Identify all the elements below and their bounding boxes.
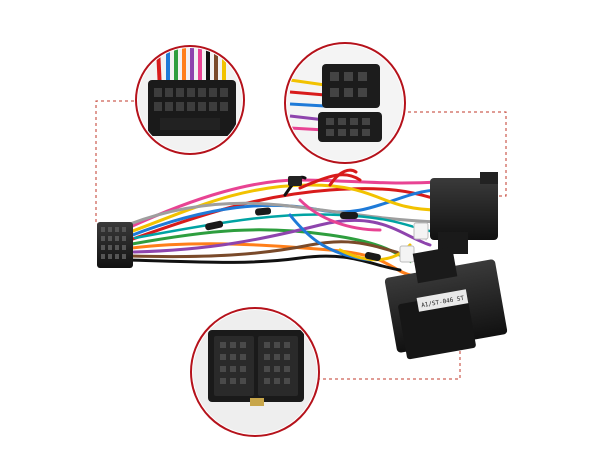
leader-line-left bbox=[95, 100, 140, 225]
quadlock-connector: A1/ST-046 ST bbox=[384, 246, 508, 360]
wire-bundle bbox=[126, 168, 442, 277]
leader-line-top-right bbox=[402, 111, 507, 197]
head-unit-connector bbox=[97, 222, 133, 268]
callout-head-unit-connector bbox=[135, 45, 245, 155]
callout-quadlock-connector bbox=[190, 307, 320, 437]
heat-shrink-sleeves bbox=[205, 207, 381, 262]
label-sticker: A1/ST-046 ST bbox=[416, 289, 469, 312]
callout-iso-connectors bbox=[284, 42, 406, 164]
iso-connector-right bbox=[430, 172, 498, 254]
